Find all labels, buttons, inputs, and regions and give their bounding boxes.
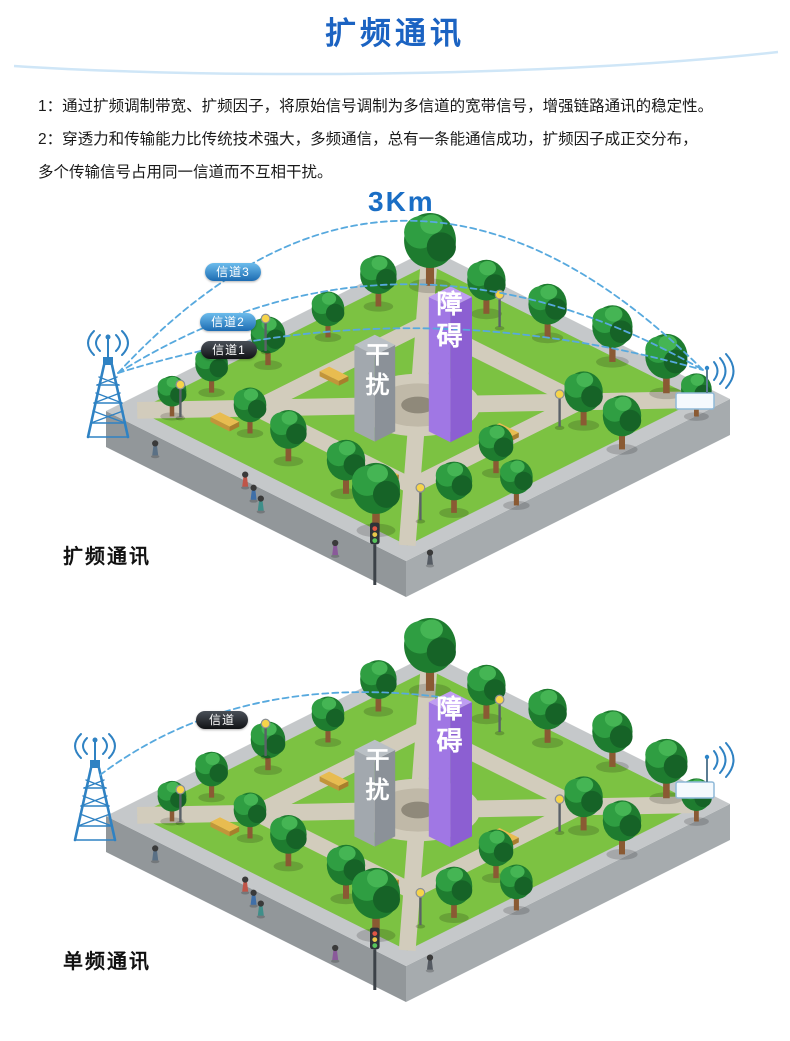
- single-frequency-diagram: [73, 600, 790, 1041]
- channel-badge: 信道: [196, 711, 248, 729]
- distance-label: 3Km: [368, 186, 435, 217]
- signal-arc-channel1: [117, 327, 704, 374]
- park-illustration: [106, 618, 730, 1002]
- description-line-2: 2：穿透力和传输能力比传统技术强大，多频通信，总有一条能通信成功，扩频因子成正交…: [38, 131, 698, 148]
- obstacle-label: 障碍: [433, 695, 463, 759]
- obstacle-label: 障碍: [433, 290, 463, 354]
- park-illustration: [106, 213, 730, 597]
- spread-spectrum-diagram: [86, 185, 790, 610]
- signal-arc-channel3: [117, 219, 704, 374]
- page-title: 扩频通讯: [325, 16, 465, 51]
- signal-arc-blocked: [99, 691, 449, 776]
- channel2-badge: 信道2: [200, 313, 256, 331]
- channel1-badge: 信道1: [201, 341, 257, 359]
- description-line-1: 1：通过扩频调制带宽、扩频因子，将原始信号调制为多信道的宽带信号，增强链路通讯的…: [38, 98, 714, 115]
- description-block: 1：通过扩频调制带宽、扩频因子，将原始信号调制为多信道的宽带信号，增强链路通讯的…: [38, 90, 764, 189]
- spread-spectrum-caption: 扩频通讯: [63, 546, 151, 568]
- interference-label: 干扰: [361, 747, 388, 807]
- signal-arc-channel2: [117, 283, 704, 374]
- channel3-badge: 信道3: [205, 263, 261, 281]
- description-line-3: 多个传输信号占用同一信道而不互相干扰。: [38, 164, 333, 181]
- title-underline-swoosh: [13, 50, 779, 76]
- single-frequency-caption: 单频通讯: [63, 951, 151, 973]
- interference-label: 干扰: [361, 342, 388, 402]
